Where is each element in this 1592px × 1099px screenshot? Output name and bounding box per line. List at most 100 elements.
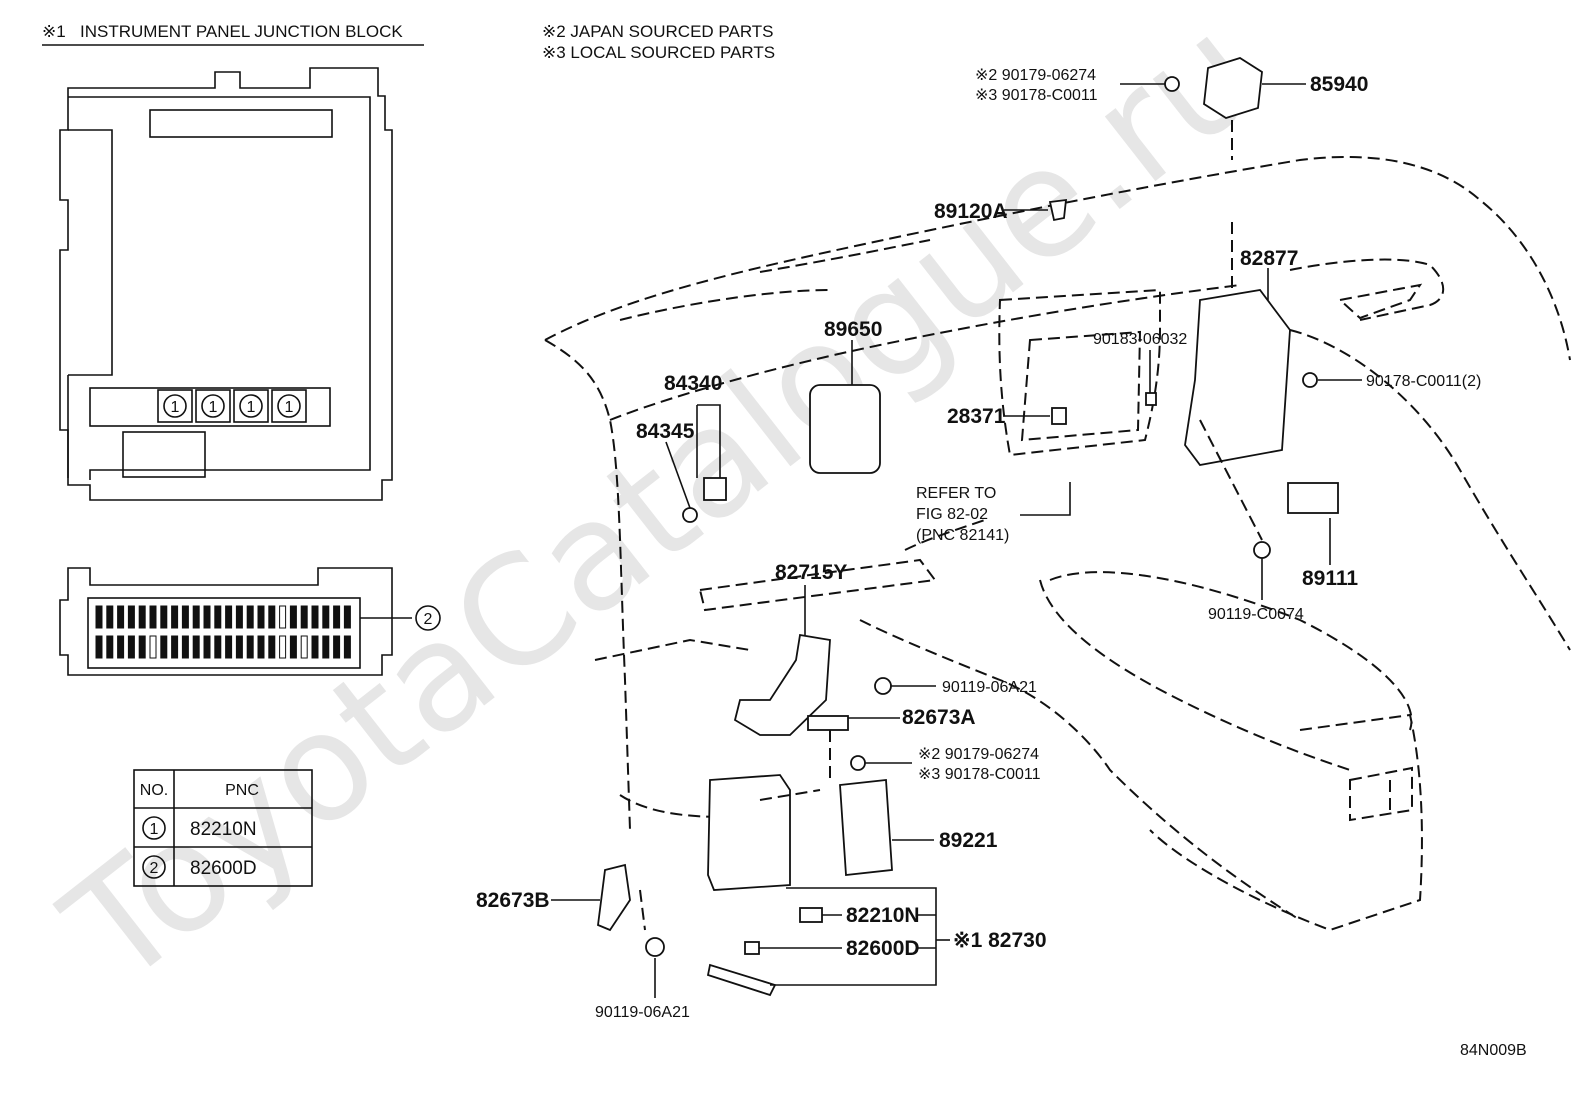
connector-pin bbox=[268, 605, 276, 629]
connector-pin bbox=[171, 605, 179, 629]
bracket-82877-icon bbox=[1184, 289, 1291, 466]
cover-icon bbox=[706, 963, 777, 997]
connector-pin bbox=[289, 605, 297, 629]
table-header-no: NO. bbox=[140, 782, 168, 799]
label-82210N: 82210N bbox=[846, 904, 920, 927]
socket-label: 1 bbox=[209, 399, 218, 416]
leader-lines bbox=[551, 83, 1362, 998]
note3-text: ※3 LOCAL SOURCED PARTS bbox=[542, 43, 775, 62]
connector-pin bbox=[181, 635, 189, 659]
socket-circle-icon bbox=[239, 394, 263, 418]
module-89221-icon bbox=[839, 779, 893, 876]
connector-drawing: 2 bbox=[59, 567, 441, 676]
connector-pin bbox=[235, 605, 243, 629]
label-82715Y: 82715Y bbox=[775, 561, 847, 584]
label-90178-C0011-mid: ※3 90178-C0011 bbox=[918, 766, 1041, 783]
header-notes: ※1 INSTRUMENT PANEL JUNCTION BLOCK ※2 JA… bbox=[42, 22, 775, 62]
connector-pin bbox=[300, 635, 308, 659]
table-row-pnc: 82600D bbox=[190, 858, 257, 879]
label-82600D: 82600D bbox=[846, 937, 920, 960]
label-85940: 85940 bbox=[1310, 73, 1368, 96]
connector-pin bbox=[106, 605, 114, 629]
switch-84340-icon bbox=[703, 477, 727, 501]
connector-pin bbox=[257, 605, 265, 629]
fuse-82210N-icon bbox=[799, 907, 823, 923]
label-84340: 84340 bbox=[664, 372, 722, 395]
label-90183-06032: 90183-06032 bbox=[1093, 331, 1187, 348]
connector-pin bbox=[343, 635, 351, 659]
connector-pin bbox=[171, 635, 179, 659]
label-82673A: 82673A bbox=[902, 706, 976, 729]
bracket-82673B-icon bbox=[597, 863, 631, 932]
connector-pin bbox=[311, 605, 319, 629]
connector-pin bbox=[279, 635, 287, 659]
label-82730: ※1 82730 bbox=[953, 929, 1047, 952]
table-header-pnc: PNC bbox=[225, 782, 259, 799]
connector-pin bbox=[214, 635, 222, 659]
connector-pin bbox=[289, 635, 297, 659]
junction-block-82730-icon bbox=[707, 774, 791, 891]
label-90178-C0011-2: 90178-C0011(2) bbox=[1366, 373, 1481, 390]
nut-icon bbox=[1164, 76, 1180, 92]
row-no-circle-icon bbox=[142, 855, 166, 879]
label-90179-06274-top: ※2 90179-06274 bbox=[975, 67, 1096, 84]
label-90179-06274-mid: ※2 90179-06274 bbox=[918, 746, 1039, 763]
connector-pin bbox=[95, 605, 103, 629]
diagram-code: 84N009B bbox=[1460, 1042, 1527, 1059]
connector-pin bbox=[95, 635, 103, 659]
label-89221: 89221 bbox=[939, 829, 998, 852]
bolt-icon bbox=[1253, 541, 1271, 559]
connector-pin bbox=[106, 635, 114, 659]
connector-pin bbox=[311, 635, 319, 659]
sensor-icon bbox=[1048, 198, 1068, 222]
connector-pin bbox=[160, 605, 168, 629]
connector-pin bbox=[138, 605, 146, 629]
module-85940-icon bbox=[1203, 57, 1263, 119]
socket-label: 1 bbox=[171, 399, 180, 416]
connector-pin bbox=[117, 635, 125, 659]
connector-pin bbox=[160, 635, 168, 659]
label-refer-line1: REFER TO bbox=[916, 485, 996, 502]
module-89650-icon bbox=[809, 384, 881, 474]
connector-pin bbox=[268, 635, 276, 659]
socket-circle-icon bbox=[201, 394, 225, 418]
connector-28371-icon bbox=[1051, 407, 1067, 425]
label-89650: 89650 bbox=[824, 318, 882, 341]
connector-pin bbox=[300, 605, 308, 629]
dashboard-outline bbox=[544, 155, 1571, 932]
label-28371: 28371 bbox=[947, 405, 1006, 428]
connector-pin bbox=[127, 635, 135, 659]
part-labels: ※2 90179-06274 ※3 90178-C0011 85940 8912… bbox=[476, 67, 1481, 1021]
label-refer-line3: (PNC 82141) bbox=[916, 527, 1009, 544]
connector-pin bbox=[225, 635, 233, 659]
connector-pin bbox=[246, 605, 254, 629]
label-90119-06A21-mid: 90119-06A21 bbox=[942, 679, 1037, 696]
label-82877: 82877 bbox=[1240, 247, 1298, 270]
socket-circle-icon bbox=[277, 394, 301, 418]
clip-90183-icon bbox=[1145, 392, 1157, 406]
connector-pin bbox=[181, 605, 189, 629]
connector-pin bbox=[235, 635, 243, 659]
connector-callout-label: 2 bbox=[424, 611, 433, 628]
connector-pin bbox=[117, 605, 125, 629]
nut-icon bbox=[850, 755, 866, 771]
connector-pin bbox=[333, 635, 341, 659]
label-84345: 84345 bbox=[636, 420, 695, 443]
pnc-table: NO. PNC 1 82210N 2 82600D bbox=[133, 769, 313, 887]
label-82673B: 82673B bbox=[476, 889, 550, 912]
label-90119-06A21-bot: 90119-06A21 bbox=[595, 1004, 690, 1021]
connector-pin bbox=[192, 635, 200, 659]
connector-pin bbox=[203, 635, 211, 659]
bolt-icon bbox=[645, 937, 665, 957]
label-90119-C0074: 90119-C0074 bbox=[1208, 606, 1304, 623]
socket-label: 1 bbox=[247, 399, 256, 416]
connector-pin bbox=[192, 605, 200, 629]
socket-label: 1 bbox=[285, 399, 294, 416]
connector-pin bbox=[322, 605, 330, 629]
part-shapes bbox=[597, 57, 1339, 997]
label-89120A: 89120A bbox=[934, 200, 1008, 223]
clip-icon bbox=[1302, 372, 1318, 388]
junction-block-drawing: 1 1 1 1 bbox=[59, 67, 393, 501]
connector-pin bbox=[149, 635, 157, 659]
connector-pin bbox=[149, 605, 157, 629]
